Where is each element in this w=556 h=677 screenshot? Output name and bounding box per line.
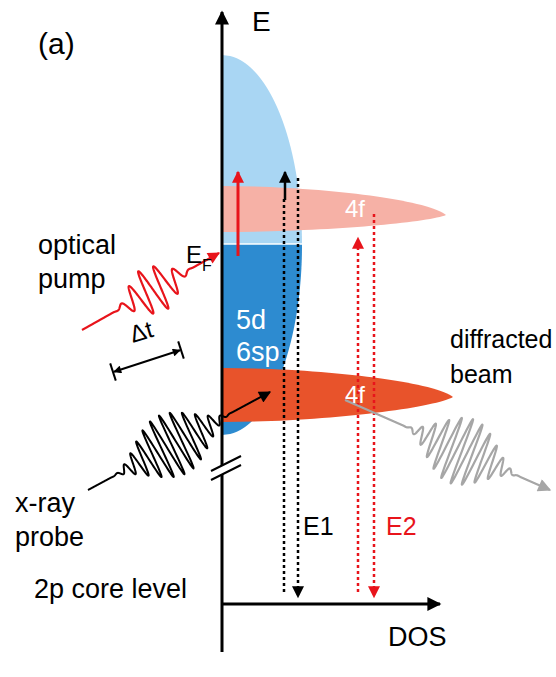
transition-label: E2 bbox=[386, 512, 417, 541]
fermi-level-label: E bbox=[186, 241, 202, 269]
axis-break-gap bbox=[211, 456, 241, 480]
pump-label: optical pump bbox=[38, 228, 150, 296]
axis-label: DOS bbox=[388, 622, 447, 653]
occupied-4f-band: 4f bbox=[222, 366, 456, 424]
delay-bracket bbox=[114, 350, 180, 371]
dos-axis bbox=[222, 603, 440, 606]
panel-label: (a) bbox=[38, 26, 75, 61]
delay-tick bbox=[110, 363, 116, 380]
fermi-level-subscript: F bbox=[202, 257, 212, 275]
band-outline bbox=[222, 366, 456, 424]
unoccupied-band-shape bbox=[222, 55, 302, 244]
delay-tick bbox=[178, 341, 184, 358]
axis-label: E bbox=[252, 6, 271, 38]
delay-label: Δt bbox=[126, 315, 156, 348]
axis-break-mark bbox=[211, 456, 241, 471]
diffracted-beam-label: diffracted beam bbox=[450, 322, 556, 392]
band-label: 5d 6sp bbox=[236, 304, 296, 368]
band-shape bbox=[222, 186, 446, 232]
core-level-label: 2p core level bbox=[34, 574, 187, 605]
fermi-level-line bbox=[222, 243, 302, 245]
e2-up-arrow bbox=[357, 238, 360, 592]
transition-label: E1 bbox=[303, 512, 334, 541]
band-shape bbox=[222, 368, 453, 422]
band-outline bbox=[222, 184, 450, 234]
band-label: 4f bbox=[345, 195, 365, 223]
axis-break-mark bbox=[211, 465, 241, 480]
band-label: 4f bbox=[345, 381, 365, 409]
diffracted-beam-pulse bbox=[345, 400, 550, 490]
probe-label: x-ray probe bbox=[15, 486, 105, 554]
unoccupied-4f-band: 4f bbox=[222, 184, 450, 234]
